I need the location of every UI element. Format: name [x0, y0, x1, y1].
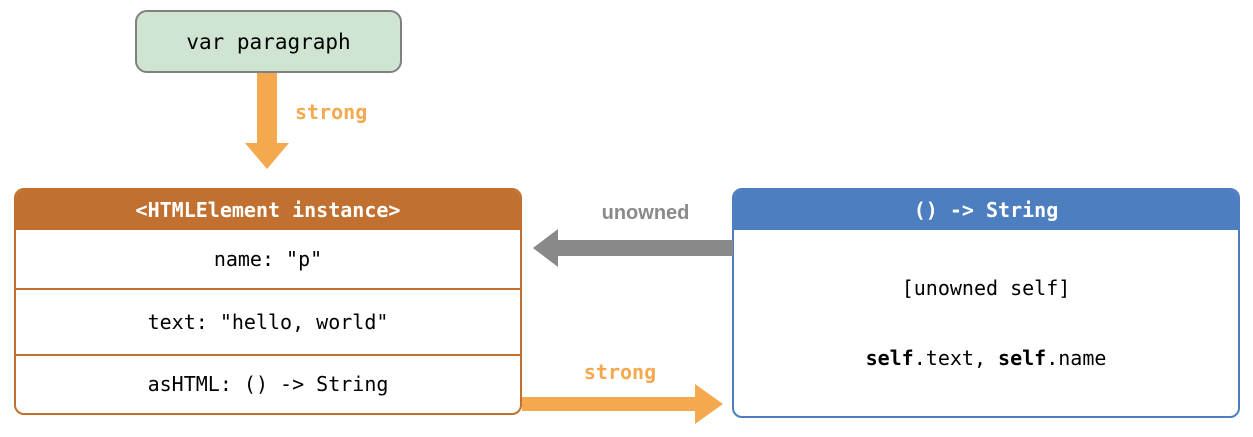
- instance-box-rows: name: "p" text: "hello, world" asHTML: (…: [16, 230, 520, 413]
- instance-box-header: <HTMLElement instance>: [16, 190, 520, 230]
- closure-box: () -> String [unowned self] self.text, s…: [732, 188, 1240, 418]
- strong-label-bottom: strong: [583, 360, 657, 384]
- variable-label: var paragraph: [186, 29, 351, 54]
- variable-box: var paragraph: [135, 10, 402, 73]
- closure-box-header: () -> String: [734, 190, 1238, 230]
- strong-arrow-down-shaft: [257, 73, 277, 143]
- unowned-arrow-head: [533, 229, 558, 267]
- closure-body-line: self.text, self.name: [734, 346, 1238, 370]
- strong-label-top: strong: [295, 100, 368, 124]
- unowned-arrow-shaft: [558, 240, 733, 256]
- closure-body-part: .text,: [913, 346, 999, 370]
- strong-arrow-down-head: [245, 143, 289, 169]
- strong-arrow-right-head: [695, 384, 723, 424]
- instance-row-ashtml: asHTML: () -> String: [16, 353, 520, 413]
- instance-row-text: text: "hello, world": [16, 287, 520, 354]
- closure-body-part: .name: [1046, 346, 1107, 370]
- closure-capture-list: [unowned self]: [901, 276, 1071, 300]
- closure-box-body: [unowned self] self.text, self.name: [734, 230, 1238, 416]
- closure-body-part: self: [998, 346, 1047, 370]
- closure-body-part: self: [865, 346, 914, 370]
- strong-arrow-right-shaft: [522, 397, 695, 411]
- html-element-instance-box: <HTMLElement instance> name: "p" text: "…: [14, 188, 522, 415]
- unowned-label: unowned: [601, 202, 690, 224]
- instance-row-name: name: "p": [213, 246, 323, 271]
